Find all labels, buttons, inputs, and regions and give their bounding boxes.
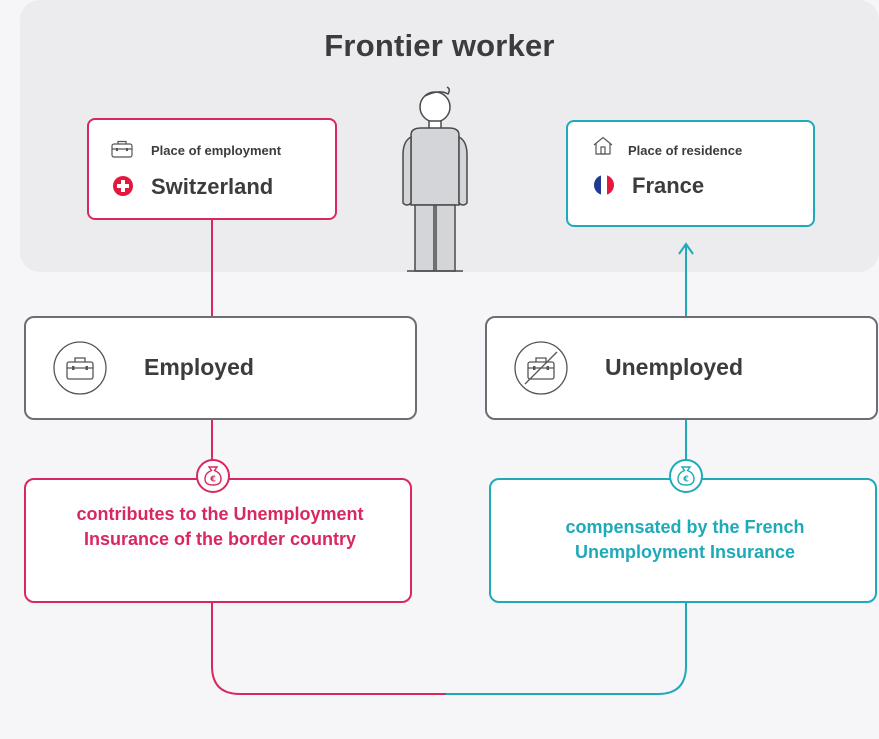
house-icon [593,136,613,155]
employment-insurance-card: contributes to the Unemployment Insuranc… [24,478,412,603]
employed-label: Employed [144,354,254,380]
unemployed-status-card: Unemployed [485,316,878,420]
residence-country: France [632,173,705,198]
money-bag-euro-icon: € [669,459,703,493]
bottom-loop-employment [211,603,446,695]
person-icon [402,86,468,272]
place-of-residence-label: Place of residence [628,143,743,158]
residence-arrow-head [678,242,694,255]
briefcase-icon [53,341,107,395]
svg-text:€: € [682,475,689,484]
employment-insurance-text: contributes to the Unemployment Insuranc… [76,504,364,549]
diagram-title: Frontier worker [324,28,555,63]
place-of-employment-label: Place of employment [151,143,282,158]
unemployed-label: Unemployed [605,354,744,380]
french-flag-icon [594,175,614,195]
residence-insurance-card: compensated by the French Unemployment I… [489,478,877,603]
employed-status-card: Employed [24,316,417,420]
employment-country: Switzerland [151,174,274,199]
swiss-flag-icon [113,176,133,196]
residence-insurance-text: compensated by the French Unemployment I… [565,517,805,562]
briefcase-icon [111,140,133,158]
place-of-employment-card: Place of employment Switzerland [87,118,337,220]
place-of-residence-card: Place of residence France [566,120,815,227]
bottom-loop-residence [446,603,687,695]
money-bag-euro-icon: € [196,459,230,493]
svg-text:€: € [209,475,216,484]
briefcase-crossed-icon [514,341,568,395]
